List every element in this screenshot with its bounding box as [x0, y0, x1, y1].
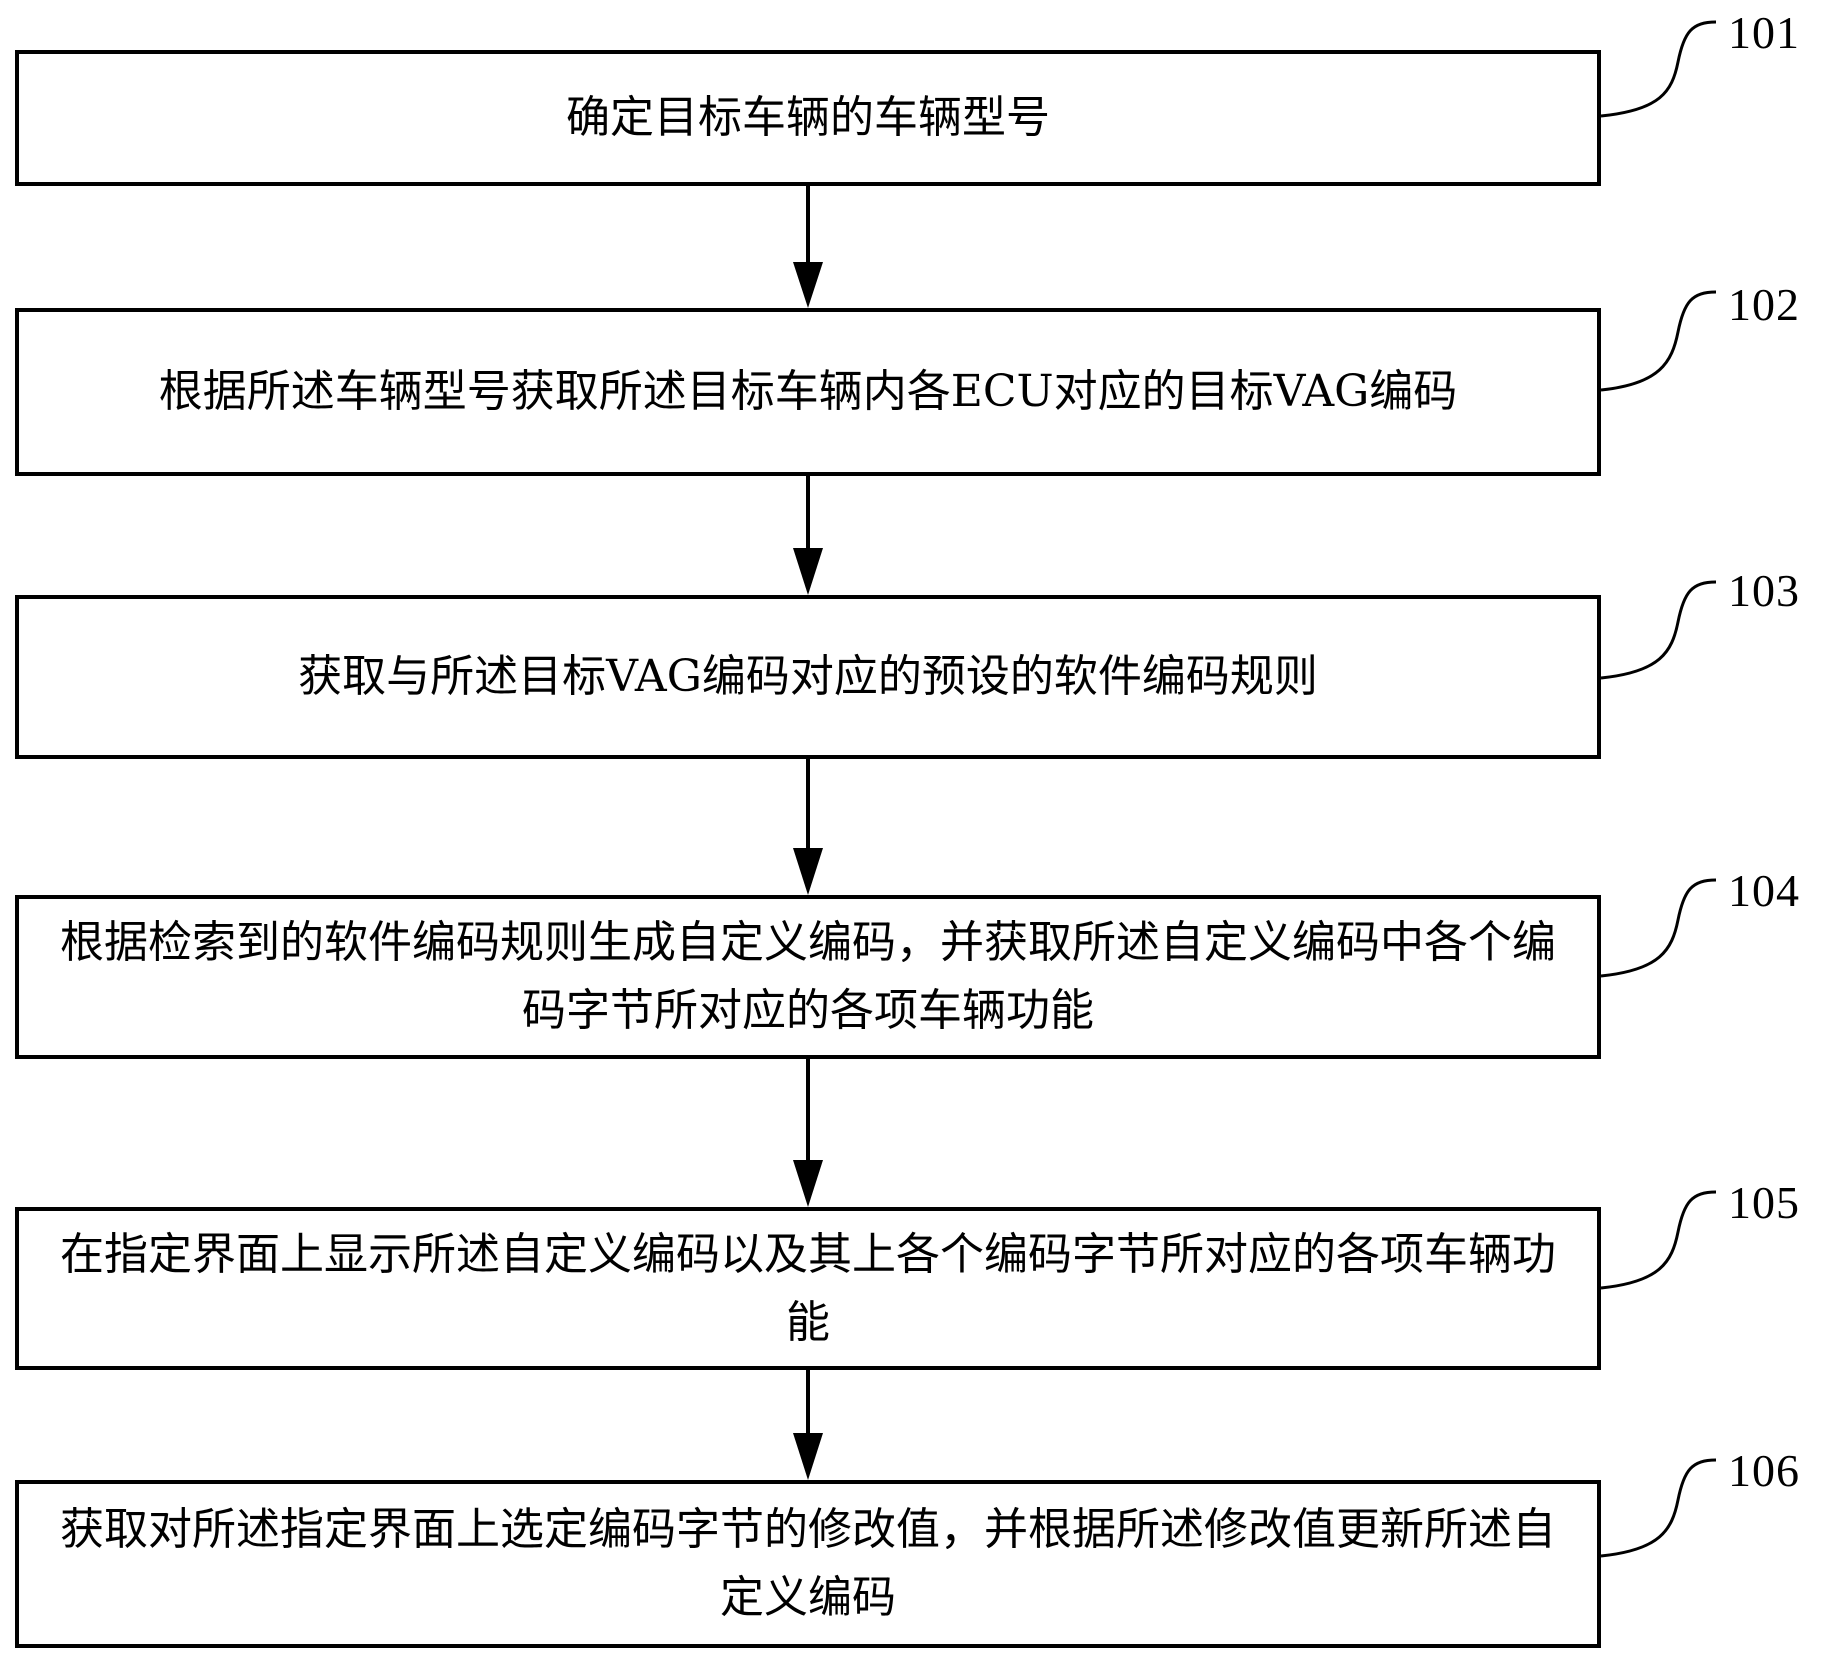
- arrow-101-to-102: [793, 186, 823, 308]
- step-text-102: 根据所述车辆型号获取所述目标车辆内各ECU对应的目标VAG编码: [158, 366, 1458, 417]
- step-box-106: 获取对所述指定界面上选定编码字节的修改值，并根据所述修改值更新所述自定义编码: [15, 1480, 1601, 1648]
- arrow-105-to-106: [793, 1370, 823, 1480]
- leader-101: [1600, 20, 1717, 118]
- step-box-104: 根据检索到的软件编码规则生成自定义编码，并获取所述自定义编码中各个编码字节所对应…: [15, 895, 1601, 1059]
- step-box-105: 在指定界面上显示所述自定义编码以及其上各个编码字节所对应的各项车辆功能: [15, 1207, 1601, 1370]
- step-number-104: 104: [1728, 865, 1800, 916]
- step-text-105: 在指定界面上显示所述自定义编码以及其上各个编码字节所对应的各项车辆功能: [60, 1228, 1556, 1348]
- leader-104: [1600, 878, 1717, 978]
- step-text-106: 获取对所述指定界面上选定编码字节的修改值，并根据所述修改值更新所述自定义编码: [60, 1504, 1556, 1623]
- step-box-102: 根据所述车辆型号获取所述目标车辆内各ECU对应的目标VAG编码: [15, 308, 1601, 476]
- arrow-103-to-104: [793, 759, 823, 895]
- leader-106: [1600, 1458, 1717, 1558]
- leader-103: [1600, 580, 1717, 680]
- arrow-104-to-105: [793, 1059, 823, 1207]
- step-text-103: 获取与所述目标VAG编码对应的预设的软件编码规则: [298, 651, 1318, 702]
- step-number-106: 106: [1728, 1445, 1800, 1496]
- leader-lines: [1600, 20, 1717, 1558]
- leader-105: [1600, 1190, 1717, 1290]
- step-number-103: 103: [1728, 565, 1800, 616]
- step-text-101: 确定目标车辆的车辆型号: [566, 92, 1050, 143]
- step-box-101: 确定目标车辆的车辆型号: [15, 50, 1601, 186]
- step-number-101: 101: [1728, 7, 1800, 58]
- step-box-103: 获取与所述目标VAG编码对应的预设的软件编码规则: [15, 595, 1601, 759]
- step-text-104: 根据检索到的软件编码规则生成自定义编码，并获取所述自定义编码中各个编码字节所对应…: [60, 917, 1556, 1036]
- arrow-102-to-103: [793, 476, 823, 595]
- leader-102: [1600, 290, 1717, 392]
- arrows: [793, 186, 823, 1480]
- step-number-102: 102: [1728, 279, 1800, 330]
- step-number-105: 105: [1728, 1177, 1800, 1228]
